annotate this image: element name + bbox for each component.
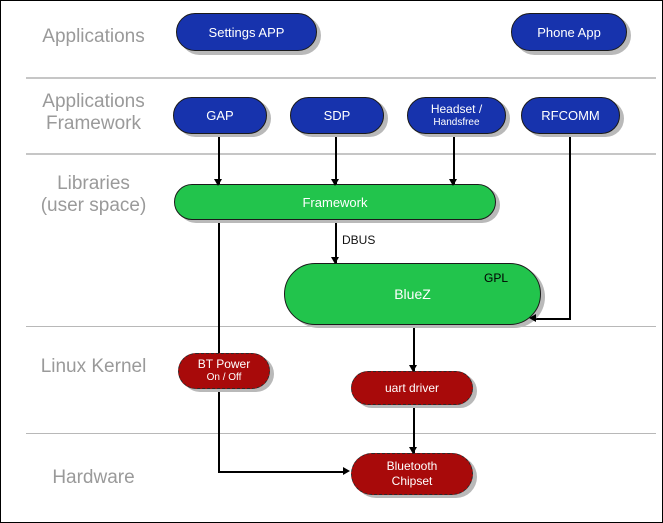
connector-framework-to-chipset-vertical [218, 221, 220, 472]
arrowhead-gap-to-framework [214, 179, 222, 186]
node-bluez[interactable]: BlueZ [284, 263, 541, 325]
connector-bluez-to-uart [413, 326, 415, 371]
node-sdp-label: SDP [323, 108, 351, 123]
annotation-gpl: GPL [484, 271, 509, 285]
band-label-linux-kernel: Linux Kernel [40, 356, 147, 377]
node-settings-app-label: Settings APP [208, 24, 285, 40]
node-bt-power-label: BT Power [197, 357, 251, 371]
band-label-hardware: Hardware [52, 467, 135, 488]
arrowhead-framework-to-bluez [331, 257, 339, 264]
node-gap[interactable]: GAP [173, 97, 267, 134]
arrowhead-headset-to-framework [449, 179, 457, 186]
connector-gap-to-framework [218, 135, 220, 186]
connector-rfcomm-horizontal [535, 318, 571, 320]
node-bluetooth-chipset[interactable]: Bluetooth Chipset [351, 453, 473, 495]
node-bluetooth-chipset-label: Bluetooth [386, 459, 438, 473]
arrowhead-framework-to-chipset [343, 467, 350, 475]
connector-headset-to-framework [453, 135, 455, 186]
node-framework-label: Framework [302, 194, 368, 210]
arrowhead-bluez-to-uart [409, 365, 417, 372]
node-rfcomm-label: RFCOMM [541, 108, 600, 123]
node-bt-power[interactable]: BT Power On / Off [178, 353, 270, 389]
node-headset-handsfree[interactable]: Headset / Handsfree [407, 97, 506, 134]
arrowhead-uart-to-chipset [409, 447, 417, 454]
band-label-applications: Applications [42, 26, 145, 47]
node-framework[interactable]: Framework [174, 184, 496, 220]
connector-sdp-to-framework [335, 135, 337, 186]
arrowhead-rfcomm-to-bluez [529, 314, 536, 322]
node-uart-driver-label: uart driver [384, 381, 440, 395]
node-headset-label: Headset / [430, 101, 483, 116]
node-gap-label: GAP [206, 108, 234, 123]
node-phone-app-label: Phone App [537, 24, 601, 40]
node-rfcomm[interactable]: RFCOMM [521, 97, 620, 134]
node-bluez-label: BlueZ [394, 286, 431, 302]
node-headset-sublabel: Handsfree [433, 116, 480, 128]
divider-linux-kernel [26, 433, 656, 434]
annotation-dbus: DBUS [342, 233, 376, 247]
arrowhead-sdp-to-framework [331, 179, 339, 186]
divider-applications [26, 77, 656, 79]
node-bluetooth-chipset-sublabel: Chipset [391, 474, 433, 488]
connector-framework-to-chipset-horizontal [218, 471, 345, 473]
node-uart-driver[interactable]: uart driver [351, 371, 473, 405]
connector-rfcomm-vertical [569, 135, 571, 319]
node-sdp[interactable]: SDP [290, 97, 384, 134]
connector-uart-to-chipset [413, 405, 415, 453]
band-label-applications-framework: Applications Framework [42, 91, 145, 134]
node-phone-app[interactable]: Phone App [511, 13, 627, 51]
node-settings-app[interactable]: Settings APP [176, 13, 317, 51]
node-bt-power-sublabel: On / Off [206, 372, 242, 383]
band-label-libraries: Libraries (user space) [40, 173, 147, 216]
connector-framework-to-bluez [335, 221, 337, 263]
divider-applications-framework [26, 153, 656, 155]
